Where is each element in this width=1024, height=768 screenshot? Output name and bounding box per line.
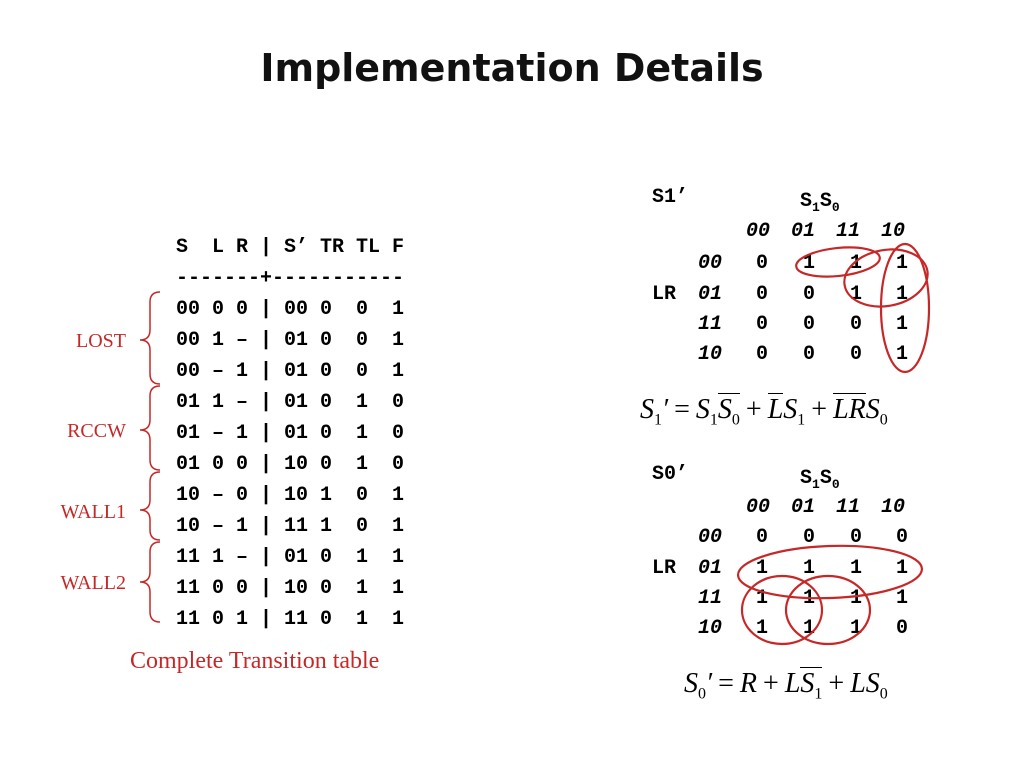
kmap-cell: 0: [755, 526, 768, 549]
table-row: 11 1 – | 01 0 1 1: [176, 546, 405, 569]
brace-lost: [139, 291, 161, 385]
table-row: 01 – 1 | 01 0 1 0: [176, 422, 405, 445]
kmap-cell: 1: [849, 587, 862, 610]
table-row: 00 – 1 | 01 0 0 1: [176, 360, 405, 383]
kmap-cell: 1: [802, 252, 815, 275]
kmap-cell: 1: [849, 283, 862, 306]
kmap-cell: 1: [895, 252, 908, 275]
kmap-cell: 0: [802, 283, 815, 306]
kmap-cell: 1: [802, 617, 815, 640]
kmap-title: S1’: [652, 186, 689, 209]
kmap-cell: 0: [755, 343, 768, 366]
kmap-cell: 0: [895, 526, 908, 549]
brace-wall1: [139, 471, 161, 541]
kmap-cell: 0: [755, 252, 768, 275]
transition-table: S L R | S’ TR TL F -------+----------- 00 …: [176, 232, 404, 635]
kmap-cell: 0: [755, 283, 768, 306]
table-separator: -------+-----------: [176, 267, 405, 290]
table-caption: Complete Transition table: [130, 648, 380, 674]
brace-rccw: [139, 385, 161, 471]
equation-s0: S0′=R+LS1+LS0: [684, 667, 888, 703]
table-row: 00 1 – | 01 0 0 1: [176, 329, 405, 352]
kmap-cell: 1: [849, 557, 862, 580]
kmap-column-variables: S1S0: [800, 467, 840, 492]
kmap-cell: 0: [802, 313, 815, 336]
kmap-cell: 1: [895, 283, 908, 306]
kmap-cell: 1: [849, 252, 862, 275]
group-label-lost: LOST: [76, 330, 126, 352]
table-row: 01 0 0 | 10 0 1 0: [176, 453, 405, 476]
kmap-cell: 0: [849, 343, 862, 366]
table-row: 10 – 0 | 10 1 0 1: [176, 484, 405, 507]
kmap-cell: 1: [895, 343, 908, 366]
kmap-cell: 0: [802, 343, 815, 366]
kmap-cell: 0: [895, 617, 908, 640]
group-braces: [139, 291, 161, 623]
kmap-cell: 0: [755, 313, 768, 336]
kmap-row-variables: LR: [652, 283, 677, 306]
group-label-wall2: WALL2: [60, 572, 126, 594]
kmap-cell: 1: [755, 617, 768, 640]
kmap-cell: 0: [849, 313, 862, 336]
equation-s1: S1′=S1S0+LS1+LRS0: [640, 393, 888, 429]
page-title: Implementation Details: [260, 46, 764, 90]
kmap-cell: 0: [802, 526, 815, 549]
kmap-cell: 1: [755, 587, 768, 610]
kmap-cell: 1: [895, 557, 908, 580]
brace-wall2: [139, 541, 161, 623]
kmap-row-variables: LR: [652, 557, 677, 580]
table-row: 10 – 1 | 11 1 0 1: [176, 515, 405, 538]
kmap-column-variables: S1S0: [800, 190, 840, 215]
kmap-cell: 1: [802, 557, 815, 580]
table-header: S L R | S’ TR TL F: [176, 236, 405, 259]
group-label-rccw: RCCW: [67, 420, 126, 442]
kmap-cell: 1: [755, 557, 768, 580]
table-row: 11 0 1 | 11 0 1 1: [176, 608, 405, 631]
group-label-wall1: WALL1: [60, 501, 126, 523]
kmap-cell: 0: [849, 526, 862, 549]
kmap-cell: 1: [895, 313, 908, 336]
table-row: 01 1 – | 01 0 1 0: [176, 391, 405, 414]
kmap-cell: 1: [802, 587, 815, 610]
table-row: 11 0 0 | 10 0 1 1: [176, 577, 405, 600]
kmap-title: S0’: [652, 463, 689, 486]
kmap-cell: 1: [849, 617, 862, 640]
kmap-cell: 1: [895, 587, 908, 610]
table-row: 00 0 0 | 00 0 0 1: [176, 298, 405, 321]
